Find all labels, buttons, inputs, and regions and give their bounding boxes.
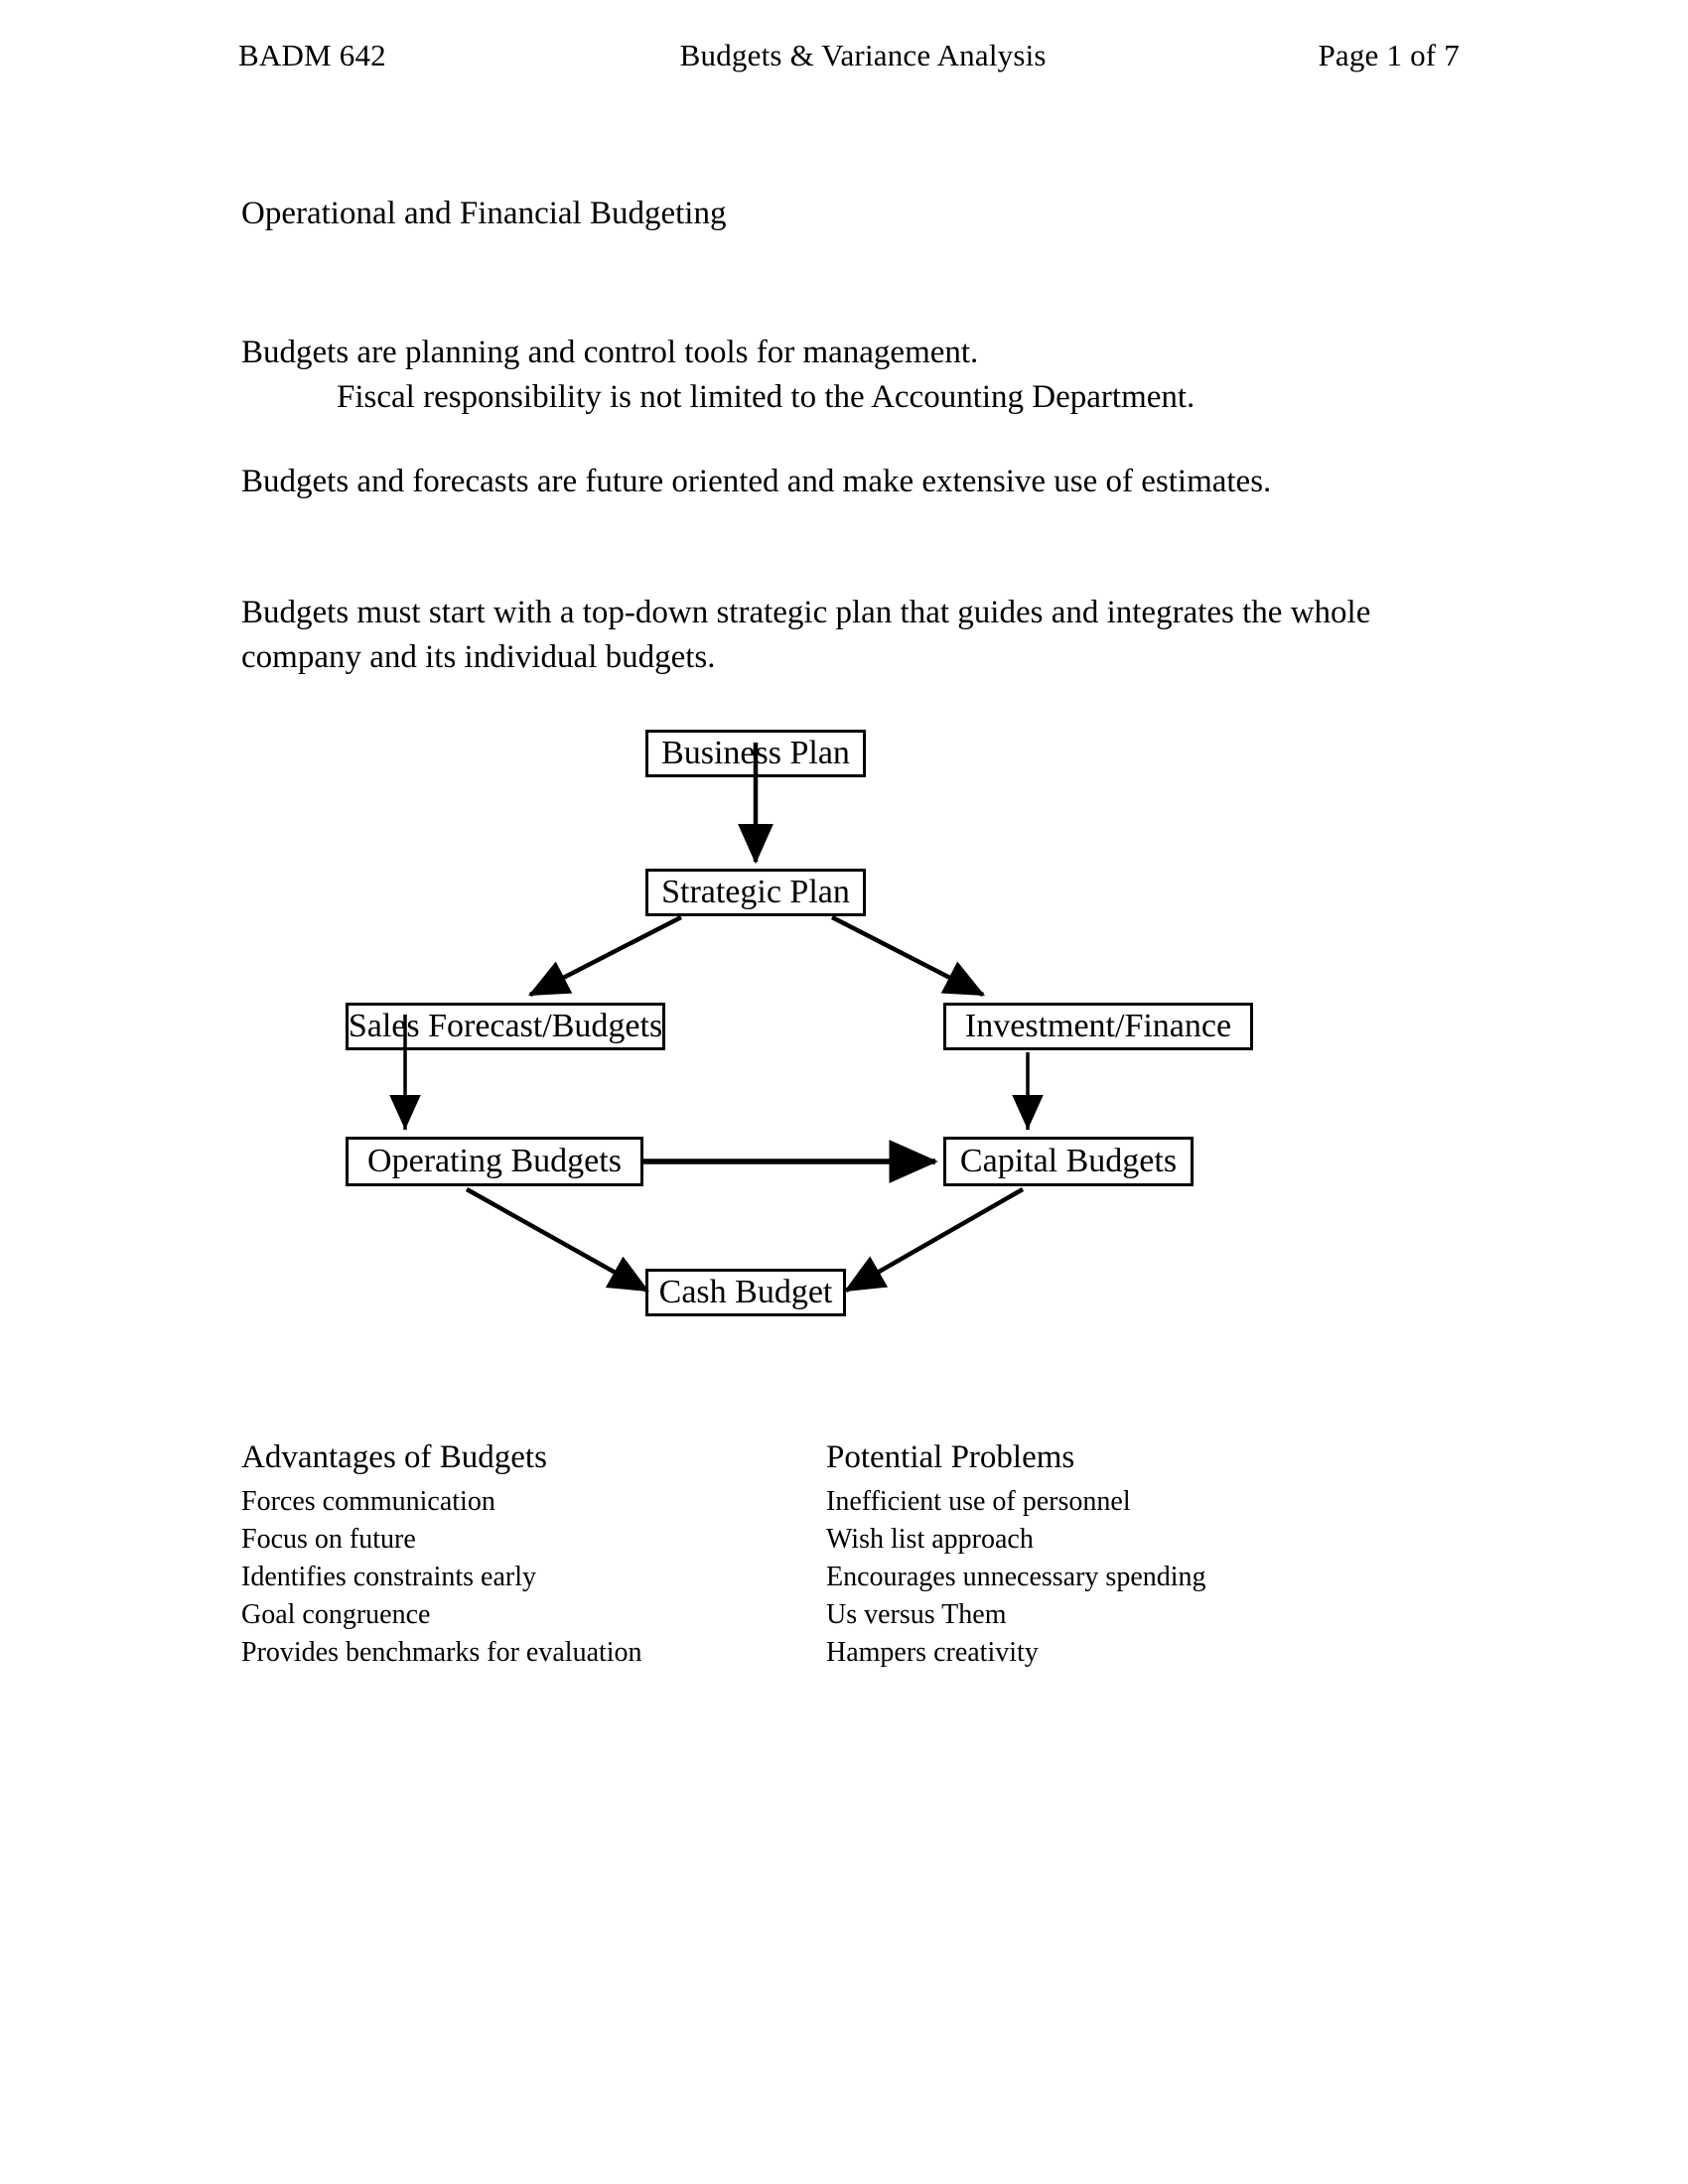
header-course-code: BADM 642 (238, 38, 386, 72)
paragraph-future-oriented: Budgets and forecasts are future oriente… (241, 464, 1272, 499)
node-label: Business Plan (661, 735, 850, 771)
edge-operating-to-cash (465, 1187, 649, 1293)
list-item: Hampers creativity (826, 1637, 1039, 1668)
diagram-node-strategic-plan[interactable]: Strategic Plan (645, 869, 866, 916)
budget-flow-diagram: Business Plan Strategic Plan Sales Forec… (0, 695, 1688, 1350)
list-item: Forces communication (241, 1486, 495, 1517)
problems-column: Potential Problems Inefficient use of pe… (826, 1437, 1206, 1672)
diagram-connector-lines (389, 743, 1044, 1293)
header-document-title: Budgets & Variance Analysis (679, 38, 1047, 72)
node-label: Strategic Plan (661, 874, 850, 910)
paragraph-budgets-are-tools: Budgets are planning and control tools f… (241, 331, 1473, 420)
diagram-node-investment-finance[interactable]: Investment/Finance (943, 1003, 1253, 1050)
page-title: Operational and Financial Budgeting (241, 196, 727, 231)
node-label: Operating Budgets (367, 1143, 622, 1179)
advantages-heading: Advantages of Budgets (241, 1439, 547, 1475)
list-item: Goal congruence (241, 1599, 431, 1630)
paragraph-line-indented: Fiscal responsibility is not limited to … (337, 379, 1196, 415)
list-item: Focus on future (241, 1524, 416, 1555)
diagram-node-capital-budgets[interactable]: Capital Budgets (943, 1137, 1194, 1186)
diagram-node-sales-forecast-budgets[interactable]: Sales Forecast/Budgets (346, 1003, 665, 1050)
paragraph-line: Budgets are planning and control tools f… (241, 335, 979, 370)
header-page-number: Page 1 of 7 (1318, 38, 1460, 72)
problems-heading: Potential Problems (826, 1439, 1075, 1475)
node-label: Cash Budget (658, 1274, 833, 1310)
list-item: Inefficient use of personnel (826, 1486, 1131, 1517)
list-item: Encourages unnecessary spending (826, 1562, 1206, 1592)
list-item: Wish list approach (826, 1524, 1034, 1555)
page-header: BADM 642 Budgets & Variance Analysis Pag… (238, 38, 1460, 73)
diagram-node-business-plan[interactable]: Business Plan (645, 730, 866, 777)
diagram-node-operating-budgets[interactable]: Operating Budgets (346, 1137, 643, 1186)
node-label: Investment/Finance (964, 1008, 1232, 1044)
list-item: Provides benchmarks for evaluation (241, 1637, 642, 1668)
node-label: Sales Forecast/Budgets (348, 1008, 663, 1044)
list-item: Us versus Them (826, 1599, 1007, 1630)
list-item: Identifies constraints early (241, 1562, 537, 1592)
edge-capital-to-cash (844, 1187, 1025, 1293)
node-label: Capital Budgets (959, 1143, 1178, 1179)
edge-strategic-to-investment (830, 914, 986, 998)
diagram-node-cash-budget[interactable]: Cash Budget (645, 1269, 846, 1316)
paragraph-top-down-plan: Budgets must start with a top-down strat… (241, 595, 1371, 675)
edge-strategic-to-sales (527, 914, 683, 998)
advantages-column: Advantages of Budgets Forces communicati… (241, 1437, 642, 1672)
